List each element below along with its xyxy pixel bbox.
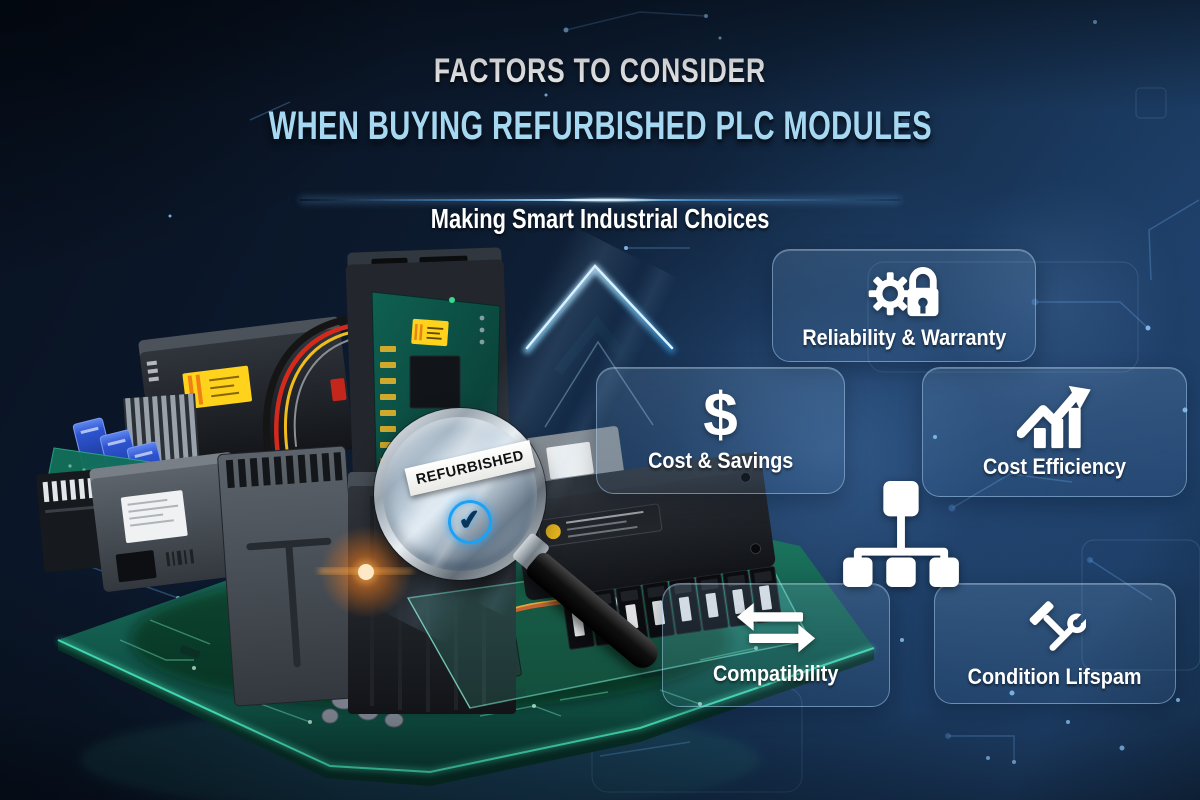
factor-label: Cost Efficiency <box>982 454 1127 479</box>
module-io-label <box>89 452 247 592</box>
page-title: FACTORS TO CONSIDER <box>0 52 1200 91</box>
dollar-symbol: $ <box>703 380 738 450</box>
factor-card-cost-savings: $ Cost & Savings <box>596 367 845 494</box>
factor-label: Condition Lifspam <box>968 663 1142 689</box>
factor-label: Reliability & Warranty <box>802 324 1006 350</box>
growth-chart-icon <box>1016 384 1093 450</box>
factor-card-reliability-warranty: Reliability & Warranty <box>772 249 1036 362</box>
factor-card-condition-lifspam: Condition Lifspam <box>934 583 1176 704</box>
magnifier: REFURBISHED ✔ <box>374 408 546 580</box>
factor-label: Compatibility <box>713 661 839 686</box>
wire-harness <box>263 316 357 458</box>
header-divider <box>300 197 900 203</box>
page-tagline: Making Smart Industrial Choices <box>0 203 1200 235</box>
hammer-wrench-icon <box>1024 598 1086 660</box>
page-subtitle: WHEN BUYING REFURBISHED PLC MODULES <box>0 104 1200 149</box>
swap-arrows-icon <box>736 603 816 657</box>
lens-flare <box>318 526 414 618</box>
dollar-icon: $ <box>703 380 738 450</box>
factor-label: Cost & Savings <box>647 448 794 474</box>
page-title-text: FACTORS TO CONSIDER <box>433 52 767 90</box>
module-psu-grooved <box>217 445 363 707</box>
factor-card-cost-efficiency: Cost Efficiency <box>922 367 1187 497</box>
hierarchy-icon <box>841 481 961 592</box>
factor-card-compatibility: Compatibility <box>662 583 890 707</box>
page-tagline-text: Making Smart Industrial Choices <box>430 203 770 234</box>
gear-lock-icon <box>860 261 948 323</box>
magnifier-lens <box>383 417 537 571</box>
page-subtitle-text: WHEN BUYING REFURBISHED PLC MODULES <box>268 104 932 148</box>
check-glyph: ✔ <box>456 503 483 536</box>
